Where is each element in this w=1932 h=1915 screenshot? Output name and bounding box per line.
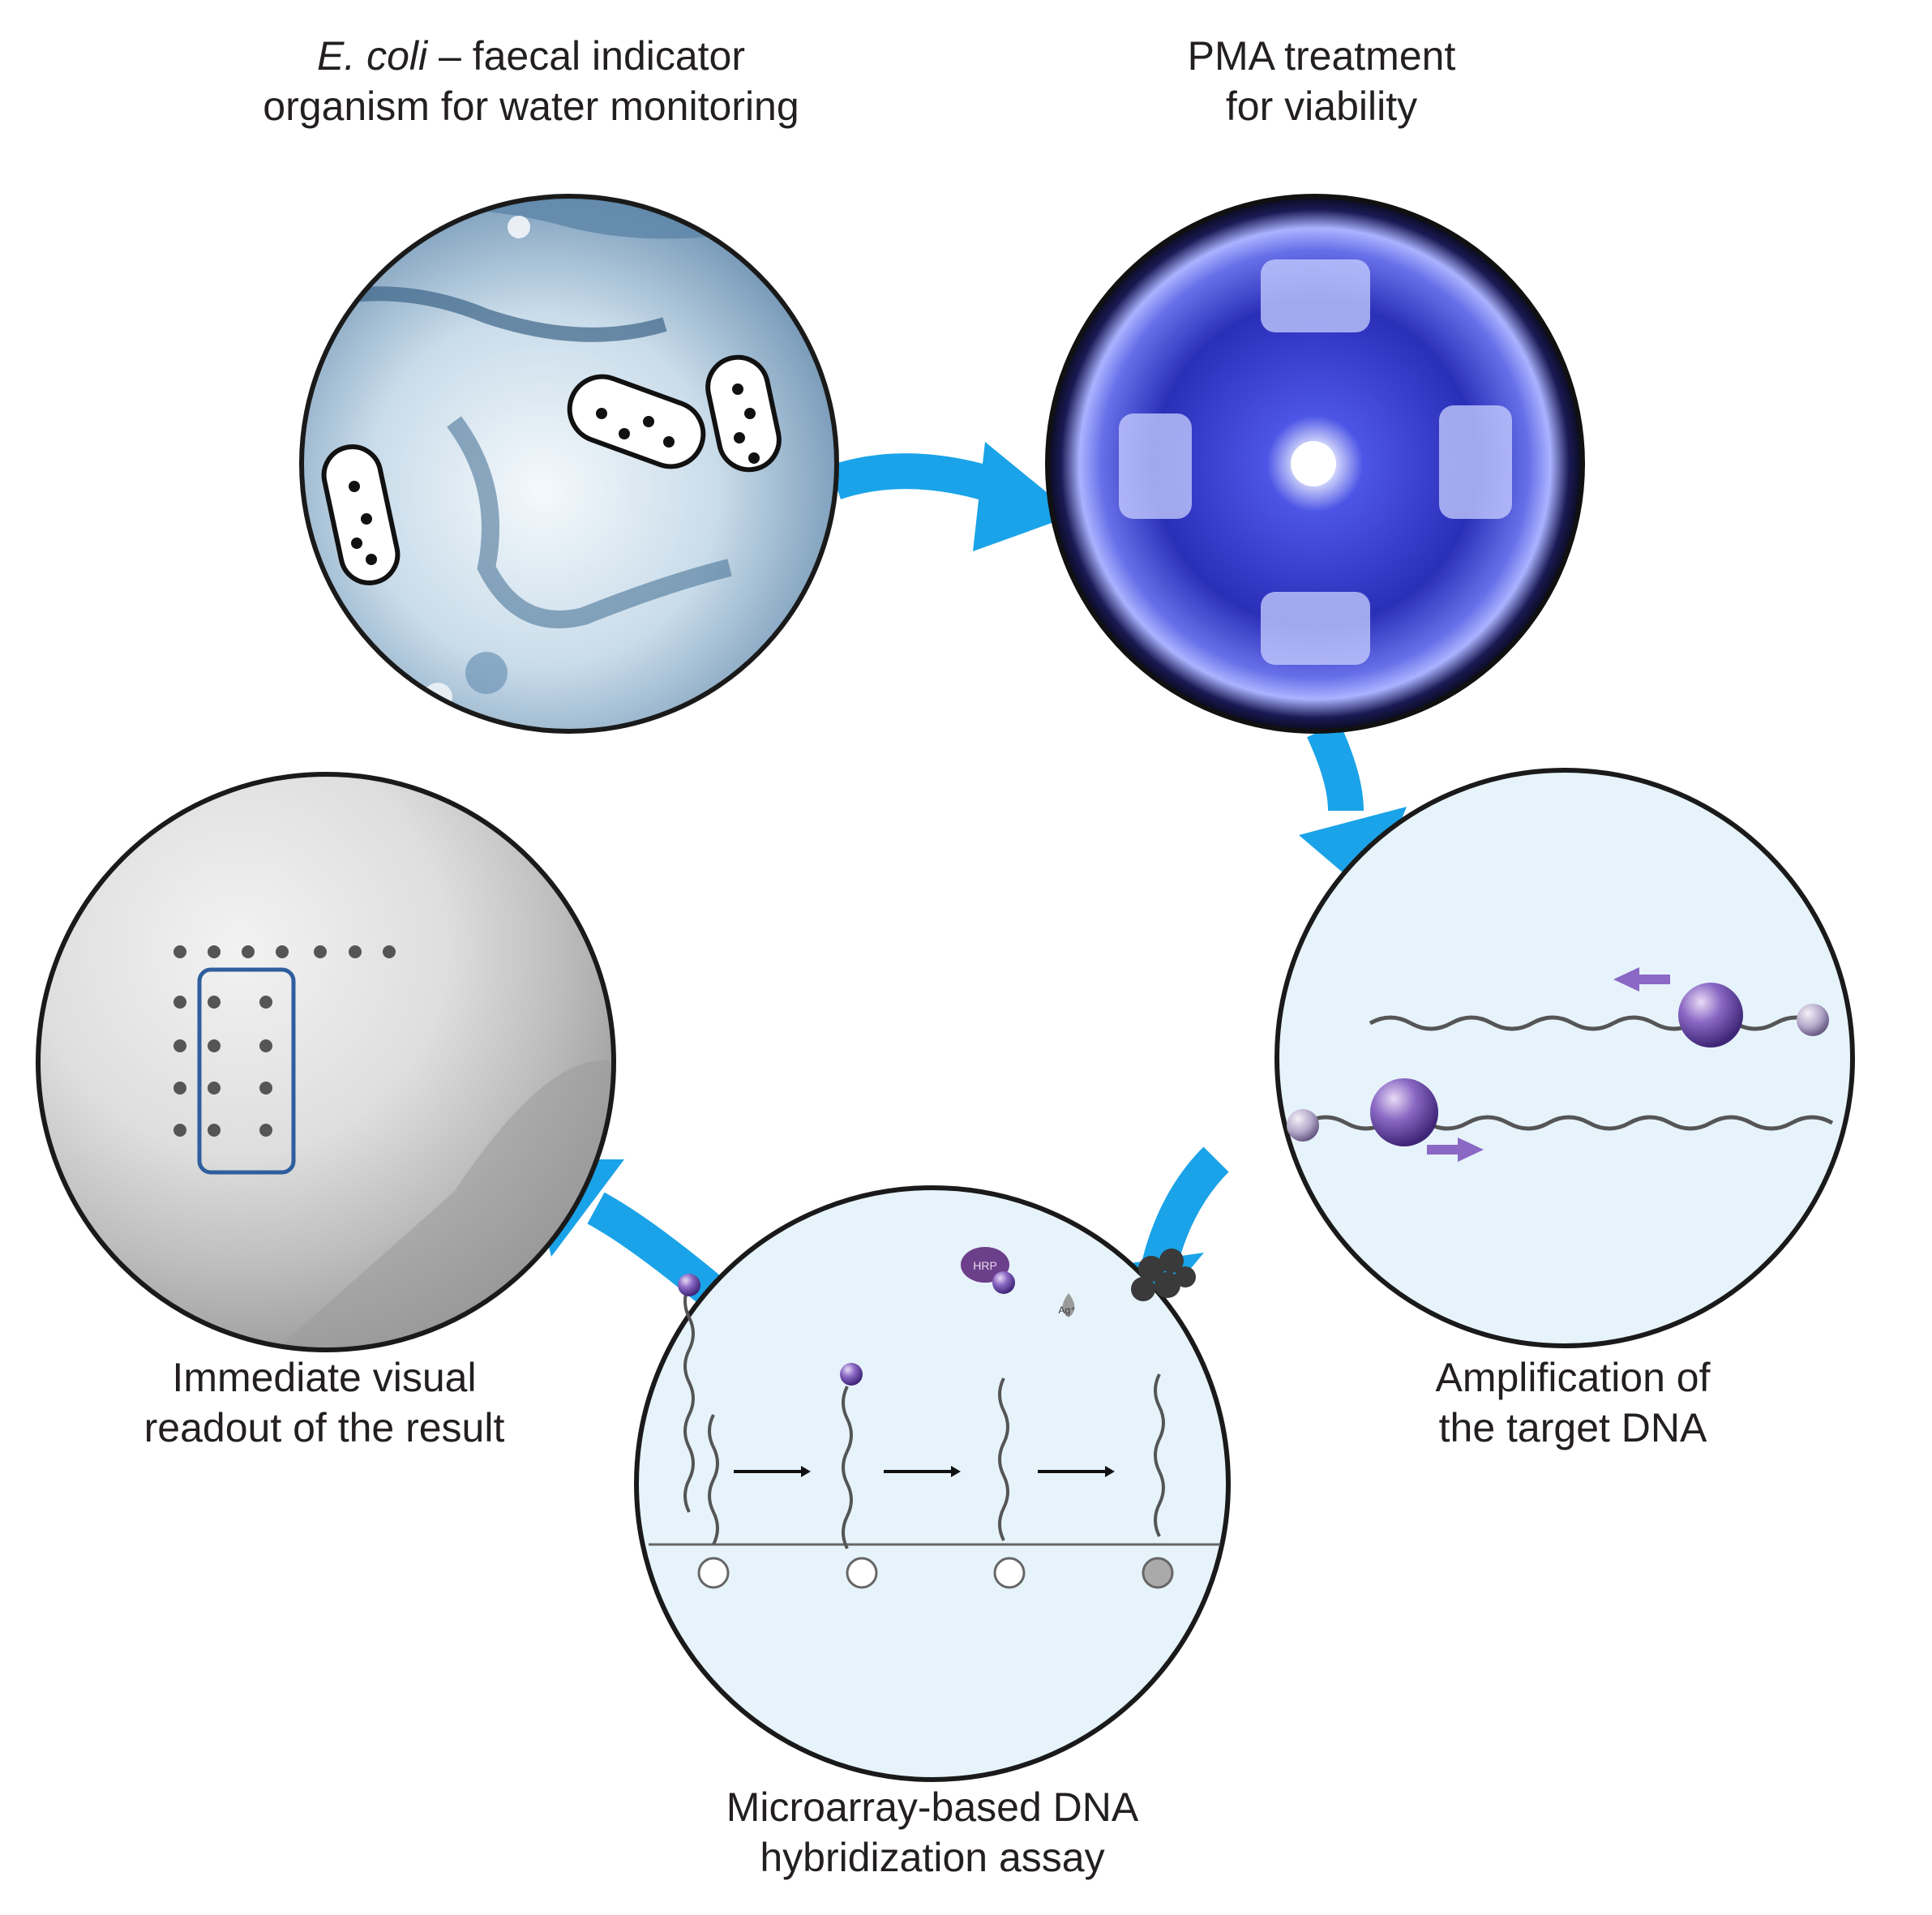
arrow-ecoli-to-pma: [829, 453, 1003, 504]
silver-label: Ag⁺: [1058, 1305, 1075, 1316]
ecoli-water-panel: [299, 194, 839, 734]
highlight-box: [197, 967, 296, 1175]
probe-strands: [683, 1284, 1165, 1549]
step-hybridization-title: Microarray-based DNA hybridization assay: [632, 1782, 1232, 1883]
readout-title-line1: Immediate visual: [172, 1355, 477, 1400]
polymerase-bottom: [1370, 1078, 1438, 1146]
direction-arrow-right: [1427, 1137, 1484, 1162]
polymerase-top: [1678, 983, 1743, 1047]
arrow-amplification-to-hybridization: [1142, 1146, 1229, 1270]
ecoli-title-rest: – faecal indicator: [427, 33, 746, 79]
primer-bottom: [1287, 1109, 1319, 1142]
bacteria-cells: [321, 354, 782, 585]
array-spots: [697, 1557, 1174, 1589]
arrow-pma-to-amplification: [1307, 722, 1364, 812]
amplification-title-line2: the target DNA: [1438, 1405, 1707, 1450]
amplification-panel: [1274, 768, 1855, 1348]
step-ecoli-title: E. coli – faecal indicator organism for …: [186, 31, 876, 131]
bacteria-dots: [349, 383, 760, 565]
primer-top: [1797, 1004, 1829, 1036]
led-center-light: [1291, 441, 1336, 486]
label-sphere-3: [992, 1271, 1015, 1294]
step-pma-title: PMA treatment for viability: [1078, 31, 1565, 131]
silver-deposit: [1131, 1249, 1196, 1301]
ecoli-title-line2: organism for water monitoring: [263, 84, 799, 129]
pma-title-line2: for viability: [1225, 84, 1418, 129]
led-lenses: [1119, 259, 1512, 665]
readout-title-line2: readout of the result: [144, 1405, 505, 1450]
hybridization-title-line2: hybridization assay: [760, 1835, 1105, 1880]
label-sphere-1: [678, 1274, 700, 1296]
arrowhead-right: [973, 442, 1074, 551]
pma-led-panel: [1045, 194, 1585, 734]
amplification-title-line1: Amplification of: [1435, 1355, 1711, 1400]
step-amplification-title: Amplification of the target DNA: [1330, 1352, 1816, 1453]
readout-spots: [173, 945, 396, 1137]
hrp-label: HRP: [973, 1259, 997, 1272]
ecoli-italic-name: E. coli: [316, 33, 428, 79]
hybridization-title-line1: Microarray-based DNA: [726, 1784, 1139, 1830]
label-sphere-2: [840, 1363, 863, 1386]
hybridization-panel: HRP Ag⁺: [634, 1185, 1231, 1782]
pma-title-line1: PMA treatment: [1187, 33, 1456, 79]
arrowhead-down-right: [1299, 807, 1407, 896]
readout-panel: [36, 772, 616, 1352]
step-readout-title: Immediate visual readout of the result: [81, 1352, 568, 1453]
direction-arrow-left: [1613, 967, 1670, 992]
silver-drop: [1062, 1293, 1075, 1317]
